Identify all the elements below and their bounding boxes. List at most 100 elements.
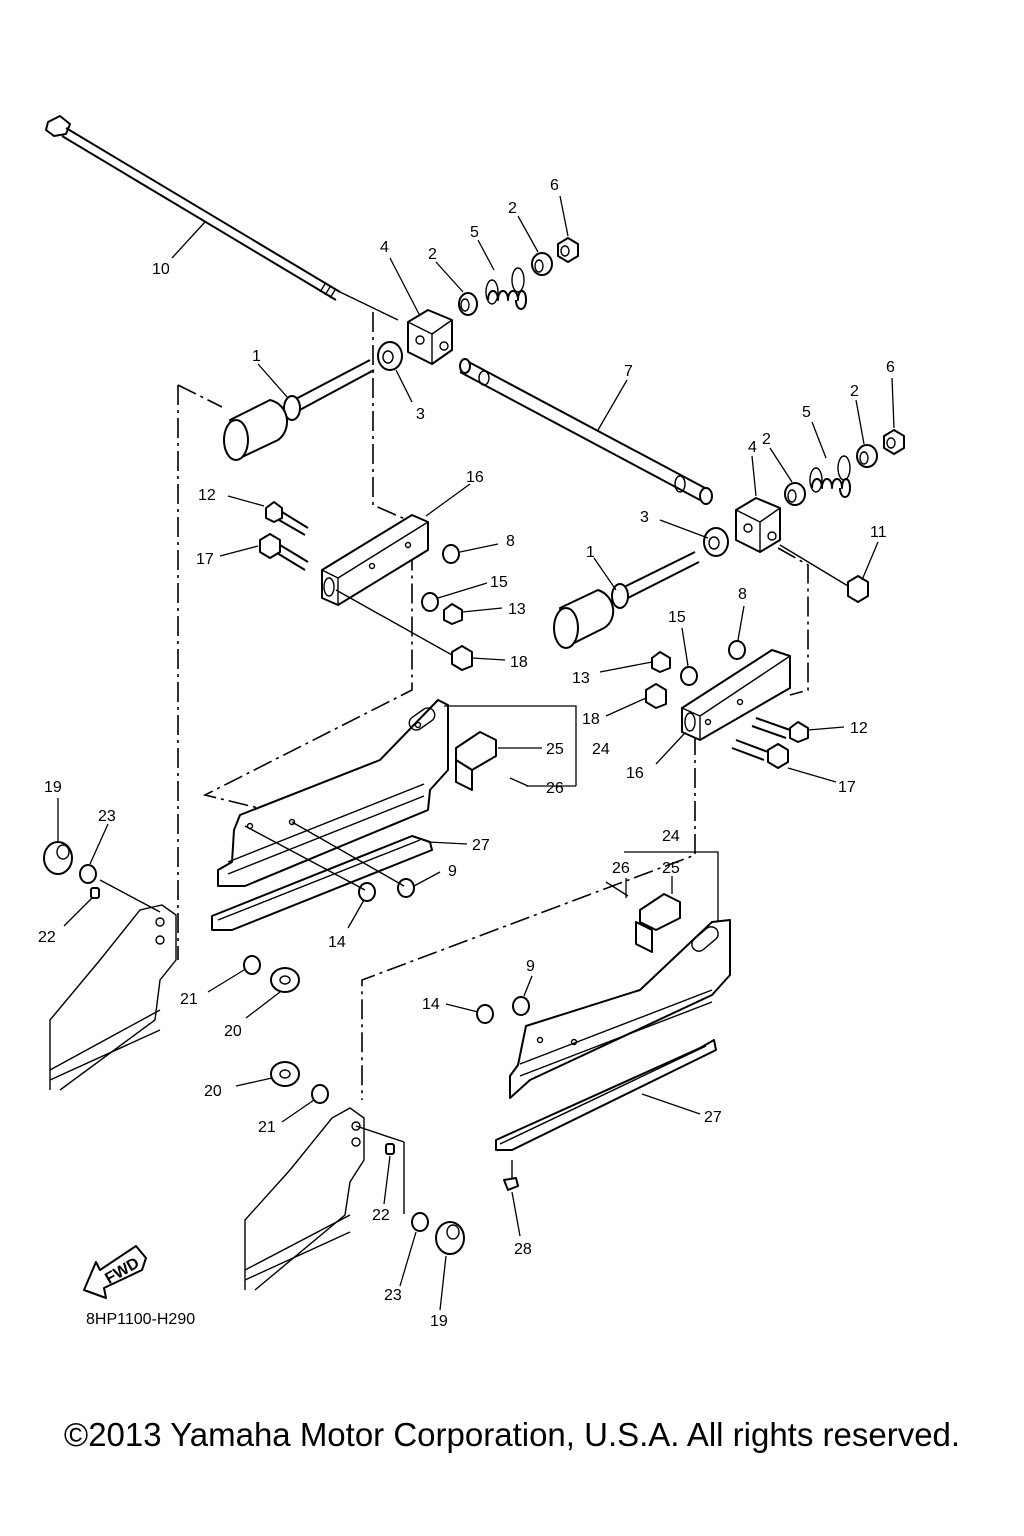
part-cross-shaft — [459, 358, 713, 505]
callout-1-upper: 1 — [252, 348, 261, 365]
assembly-lines — [177, 312, 809, 1100]
callout-5-lower: 5 — [802, 404, 811, 421]
callout-13-upper: 13 — [508, 601, 526, 618]
part-screw-28 — [503, 1160, 519, 1191]
part-arm-upper — [321, 514, 429, 606]
part-grommet-19-lower — [435, 1221, 465, 1255]
part-spring-upper — [485, 267, 527, 310]
callout-25-upper: 25 — [546, 741, 564, 758]
part-nut-lower — [883, 429, 905, 455]
part-pivot-shaft-upper — [223, 359, 375, 461]
callout-2-lower-a: 2 — [762, 431, 771, 448]
part-collar-9-lower — [512, 996, 530, 1016]
part-grommet-19-upper — [43, 841, 73, 875]
part-washer-lower — [703, 527, 729, 557]
part-collar-14-upper — [244, 821, 405, 902]
callout-21-upper: 21 — [180, 991, 198, 1008]
callout-17-upper: 17 — [196, 551, 214, 568]
part-washer-20-upper — [270, 967, 300, 993]
callout-14-upper: 14 — [328, 934, 346, 951]
leader-lines — [57, 195, 895, 1311]
callout-numbers: 6 2 5 4 2 10 1 6 7 2 3 5 2 4 16 12 3 11 … — [38, 177, 895, 1330]
part-collar-23-lower — [411, 1212, 429, 1232]
callout-7: 7 — [624, 363, 633, 380]
part-long-bolt — [45, 115, 399, 321]
part-pivot-shaft-lower — [553, 551, 700, 649]
part-collar-21-lower — [311, 1084, 329, 1104]
part-bolt-12-lower — [751, 717, 809, 743]
callout-19-upper: 19 — [44, 779, 62, 796]
callout-11: 11 — [870, 524, 887, 541]
part-ski-frame-upper — [49, 904, 177, 1091]
callout-27-upper: 27 — [472, 837, 490, 854]
part-rail-upper — [211, 835, 433, 931]
part-clip-lower — [605, 881, 681, 953]
part-washer-20-lower — [270, 1061, 300, 1087]
part-collar-23-upper — [79, 864, 97, 884]
part-washer-upper — [377, 341, 403, 371]
part-washer-8-upper — [442, 544, 460, 564]
part-nut-13-upper — [443, 603, 463, 625]
drawing-code: 8HP1100-H290 — [86, 1311, 195, 1328]
part-nut-upper — [557, 237, 579, 263]
callout-24-upper: 24 — [592, 741, 610, 758]
callout-12-lower: 12 — [850, 720, 868, 737]
part-pin-22-lower — [355, 1125, 405, 1214]
callout-21-lower: 21 — [258, 1119, 276, 1136]
copyright-notice: ©2013 Yamaha Motor Corporation, U.S.A. A… — [63, 1416, 961, 1453]
callout-9-lower: 9 — [526, 958, 535, 975]
part-collar-14-lower — [476, 1004, 494, 1024]
callout-16-upper: 16 — [466, 469, 484, 486]
callout-9-upper: 9 — [448, 863, 457, 880]
part-washer-8-lower — [728, 640, 746, 660]
part-clip-upper — [455, 731, 529, 791]
callout-1-lower: 1 — [586, 544, 595, 561]
part-collar-21-upper — [243, 955, 261, 975]
callout-27-lower: 27 — [704, 1109, 722, 1126]
part-bolt-17-upper — [259, 533, 309, 571]
callout-2-lower-b: 2 — [850, 383, 859, 400]
fwd-arrow-icon: FWD — [83, 1245, 147, 1299]
callout-6-upper: 6 — [550, 177, 559, 194]
part-rail-bracket-lower — [509, 919, 731, 1099]
part-bolt-12-upper — [265, 501, 309, 536]
callout-22-lower: 22 — [372, 1207, 390, 1224]
part-collar-lower-a — [784, 482, 806, 506]
part-nut-13-lower — [651, 651, 671, 673]
part-ski-frame-lower — [244, 1107, 365, 1291]
callout-8-lower: 8 — [738, 586, 747, 603]
callout-15-upper: 15 — [490, 574, 508, 591]
callout-23-upper: 23 — [98, 808, 116, 825]
part-washer-15-lower — [680, 666, 698, 686]
callout-16-lower: 16 — [626, 765, 644, 782]
callout-18-lower: 18 — [582, 711, 600, 728]
callout-3-upper: 3 — [416, 406, 425, 423]
callout-15-lower: 15 — [668, 609, 686, 626]
callout-17-lower: 17 — [838, 779, 856, 796]
part-bolt-17-lower — [731, 739, 789, 769]
part-pin-22-upper — [90, 879, 161, 913]
callout-2-upper-a: 2 — [428, 246, 437, 263]
callout-8-upper: 8 — [506, 533, 515, 550]
callout-20-lower: 20 — [204, 1083, 222, 1100]
callout-4-lower: 4 — [748, 439, 757, 456]
callout-14-lower: 14 — [422, 996, 440, 1013]
part-collar-9-upper — [397, 878, 415, 898]
callout-22-upper: 22 — [38, 929, 56, 946]
callout-2-upper-b: 2 — [508, 200, 517, 217]
callout-18-upper: 18 — [510, 654, 528, 671]
callout-26-upper: 26 — [546, 780, 564, 797]
callout-19-lower: 19 — [430, 1313, 448, 1330]
callout-4-upper: 4 — [380, 239, 389, 256]
part-nut-18-lower — [645, 683, 667, 709]
part-collar-upper-a — [458, 292, 478, 316]
callout-5-upper: 5 — [470, 224, 479, 241]
part-collar-lower-b — [856, 444, 878, 468]
part-collar-upper-b — [531, 252, 553, 276]
callout-26-lower: 26 — [612, 860, 630, 877]
part-spring-lower — [809, 455, 851, 498]
callout-3-lower: 3 — [640, 509, 649, 526]
part-nut-11 — [779, 544, 869, 603]
callout-23-lower: 23 — [384, 1287, 402, 1304]
part-rail-lower — [495, 1039, 717, 1151]
